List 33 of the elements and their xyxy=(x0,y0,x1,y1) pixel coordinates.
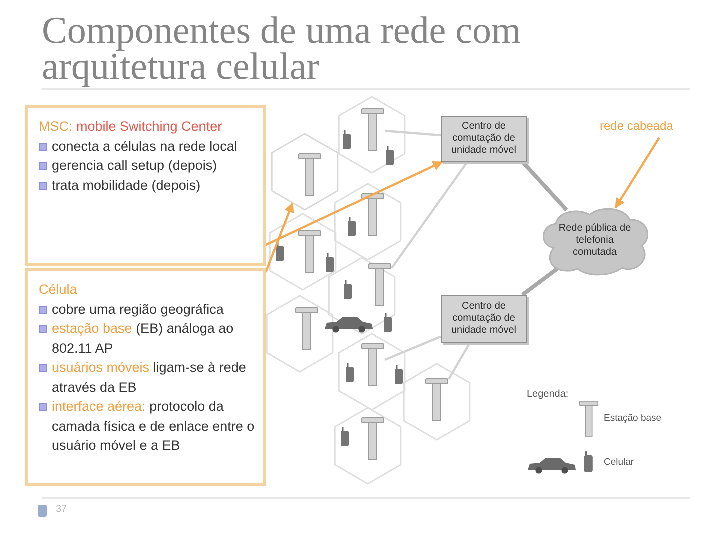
bullet-text: interface aérea: protocolo da camada física e de enlace entre o usuário móvel e a EB xyxy=(52,398,255,455)
cloud-label: Rede pública de telefonia comutada xyxy=(558,223,632,259)
callout-heading: MSC: mobile Switching Center xyxy=(39,118,224,136)
bullet-text: trata mobilidade (depois) xyxy=(52,176,201,195)
connector-line xyxy=(391,161,469,269)
connector-line xyxy=(522,266,560,297)
switching-center-box xyxy=(441,116,527,162)
connector-line xyxy=(384,130,442,137)
arrow xyxy=(264,202,294,273)
switching-center-box xyxy=(441,295,527,343)
cell-hexagon xyxy=(272,134,338,210)
antenna-icon xyxy=(425,378,449,422)
connector-line xyxy=(448,342,472,380)
switching-center-label: Centro de comutação de unidade móvel xyxy=(450,301,518,337)
page-number: 37 xyxy=(56,504,68,516)
legend-label: Estação base xyxy=(604,413,662,425)
callout-box xyxy=(25,105,266,266)
bullet-text: cobre uma região geográfica xyxy=(52,300,224,319)
arrow xyxy=(266,161,444,246)
callout-heading: Célula xyxy=(39,281,78,299)
callout-box xyxy=(25,268,266,486)
antenna-icon xyxy=(361,108,385,152)
antenna-icon xyxy=(361,343,385,387)
arrow xyxy=(614,137,660,209)
bullet-text: gerencia call setup (depois) xyxy=(52,157,218,175)
connector-line xyxy=(384,336,442,362)
slide-title: Componentes de uma rede com arquitetura celular xyxy=(42,13,522,85)
bullet-text: conecta a células na rede local xyxy=(52,138,238,156)
legend-title: Legenda: xyxy=(527,389,569,401)
callout-label: rede cabeada xyxy=(600,118,674,134)
legend-label: Celular xyxy=(604,457,634,469)
switching-center-label: Centro de comutação de unidade móvel xyxy=(450,121,518,157)
antenna-icon xyxy=(368,263,392,307)
